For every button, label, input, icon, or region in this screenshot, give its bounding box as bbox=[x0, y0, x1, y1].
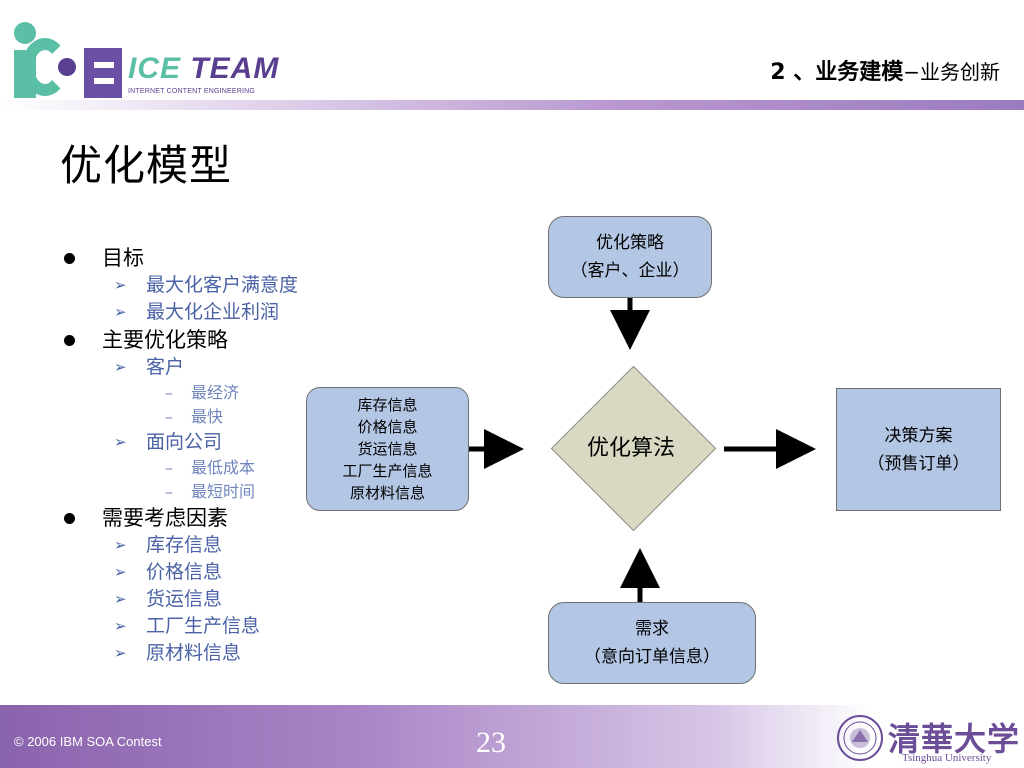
arrow-bullet-icon: ➢ bbox=[114, 358, 127, 376]
box-demand: 需求 （意向订单信息） bbox=[548, 602, 756, 684]
university-name-cn: 清華大学 bbox=[888, 720, 1021, 758]
copyright-text: © 2006 IBM SOA Contest bbox=[14, 734, 162, 749]
arrow-bullet-icon: ➢ bbox=[114, 276, 127, 294]
arrow-bullet-icon: ➢ bbox=[114, 303, 127, 321]
sub-bullet: ➢最大化企业利润 bbox=[62, 299, 352, 326]
university-seal-icon bbox=[837, 715, 883, 761]
sub-sub-bullet: –最快 bbox=[62, 405, 352, 429]
bullet-factors: 需要考虑因素 bbox=[62, 504, 352, 532]
algorithm-label: 优化算法 bbox=[586, 436, 675, 461]
sub-bullet: ➢客户 bbox=[62, 354, 352, 381]
arrow-bullet-icon: ➢ bbox=[114, 644, 127, 662]
bullet-list: 目标 ➢最大化客户满意度 ➢最大化企业利润 主要优化策略 ➢客户 –最经济 –最… bbox=[62, 244, 352, 667]
dash-bullet-icon: – bbox=[165, 407, 173, 426]
sub-bullet: ➢价格信息 bbox=[62, 559, 352, 586]
arrow-bullet-icon: ➢ bbox=[114, 433, 127, 451]
ice-team-logo: ICE TEAM INTERNET CONTENT ENGINEERING bbox=[10, 18, 280, 100]
section-title-main: 2 、业务建模 bbox=[770, 60, 904, 85]
dash-bullet-icon: – bbox=[165, 482, 173, 501]
header-divider bbox=[0, 100, 1024, 110]
box-optimization-strategy: 优化策略 （客户、企业） bbox=[548, 216, 712, 298]
page-title: 优化模型 bbox=[60, 141, 233, 190]
sub-sub-bullet: –最经济 bbox=[62, 381, 352, 405]
sub-bullet: ➢货运信息 bbox=[62, 586, 352, 613]
logo-wordmark: ICE TEAM bbox=[128, 52, 280, 85]
dash-bullet-icon: – bbox=[165, 383, 173, 402]
box-input-information: 库存信息 价格信息 货运信息 工厂生产信息 原材料信息 bbox=[306, 387, 469, 511]
section-title-sub: −业务创新 bbox=[903, 60, 1000, 84]
box-decision-plan: 决策方案 （预售订单） bbox=[836, 388, 1001, 511]
logo-c-dot bbox=[58, 58, 76, 76]
arrow-bullet-icon: ➢ bbox=[114, 617, 127, 635]
bullet-dot-icon bbox=[64, 513, 75, 524]
arrow-bullet-icon: ➢ bbox=[114, 563, 127, 581]
sub-bullet: ➢面向公司 bbox=[62, 429, 352, 456]
section-title: 2 、业务建模−业务创新 bbox=[770, 54, 1000, 86]
sub-sub-bullet: –最低成本 bbox=[62, 456, 352, 480]
logo-e-shape bbox=[84, 48, 122, 98]
arrow-bullet-icon: ➢ bbox=[114, 590, 127, 608]
page-number: 23 bbox=[476, 726, 506, 759]
sub-sub-bullet: –最短时间 bbox=[62, 480, 352, 504]
sub-bullet: ➢工厂生产信息 bbox=[62, 613, 352, 640]
university-name-en: Tsinghua University bbox=[902, 752, 992, 764]
sub-bullet: ➢库存信息 bbox=[62, 532, 352, 559]
arrow-bullet-icon: ➢ bbox=[114, 536, 127, 554]
bullet-goal: 目标 bbox=[62, 244, 352, 272]
sub-bullet: ➢原材料信息 bbox=[62, 640, 352, 667]
footer-bar bbox=[0, 705, 1024, 768]
bullet-dot-icon bbox=[64, 335, 75, 346]
dash-bullet-icon: – bbox=[165, 458, 173, 477]
sub-bullet: ➢最大化客户满意度 bbox=[62, 272, 352, 299]
logo-i-dot bbox=[14, 22, 36, 44]
tsinghua-logo: 清華大学 Tsinghua University bbox=[836, 712, 1024, 766]
bullet-strategy: 主要优化策略 bbox=[62, 326, 352, 354]
bullet-dot-icon bbox=[64, 253, 75, 264]
logo-tagline: INTERNET CONTENT ENGINEERING bbox=[128, 88, 256, 95]
